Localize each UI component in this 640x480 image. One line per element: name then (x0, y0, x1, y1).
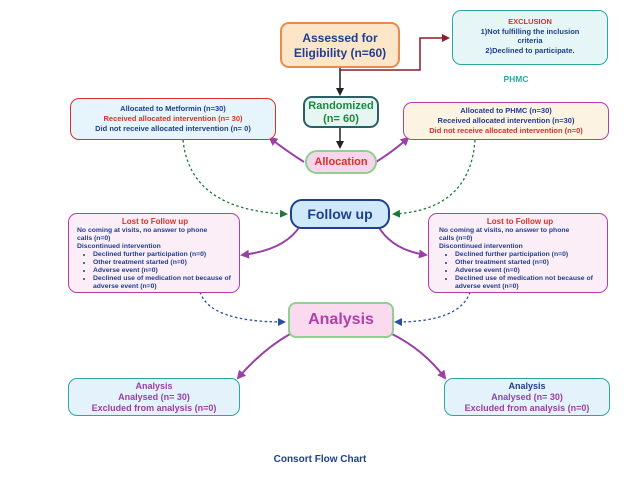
analysis-left-box: Analysis Analysed (n= 30) Excluded from … (68, 378, 240, 416)
lost-left-line3: Discontinued intervention (77, 243, 161, 250)
alloc-right-line2: Received allocated intervention (n=30) (437, 116, 575, 125)
arrow-lost-left-to-analysis (199, 291, 286, 326)
randomized-box: Randomized (n= 60) (303, 96, 379, 128)
analysis-left-title: Analysis (135, 381, 173, 391)
lost-left-line1: No coming at visits, no answer to phone (77, 227, 208, 234)
list-item: Declined use of medication not because o… (93, 275, 233, 291)
arrow-left-alloc-to-followup (182, 139, 288, 218)
arrow-allocation-to-left (268, 136, 305, 163)
lost-left-title: Lost to Follow up (121, 217, 189, 226)
lost-left-list: Declined further participation (n=0) Oth… (77, 251, 233, 291)
alloc-left-line2: Received allocated intervention (n= 30) (103, 114, 243, 123)
list-item: Adverse event (n=0) (455, 267, 601, 275)
assessed-line2: Eligibility (n=60) (293, 46, 387, 60)
lost-right-line1: No coming at visits, no answer to phone (439, 227, 570, 234)
arrow-followup-to-lost-right (377, 225, 428, 259)
alloc-left-line1: Allocated to Metformin (n=30) (120, 104, 226, 113)
allocation-left-box: Allocated to Metformin (n=30) Received a… (70, 98, 276, 140)
arrow-to-exclusion (340, 34, 450, 71)
randomized-line1: Randomized (308, 100, 374, 112)
analysis-left-line2: Excluded from analysis (n=0) (91, 403, 217, 413)
lost-left-line2: calls (n=0) (77, 235, 111, 242)
list-item: Declined use of medication not because o… (455, 275, 601, 291)
assessed-box: Assessed for Eligibility (n=60) (280, 22, 400, 68)
lost-right-list: Declined further participation (n=0) Oth… (439, 251, 601, 291)
arrow-analysis-to-left (236, 333, 291, 380)
list-item: Declined further participation (n=0) (93, 251, 233, 259)
arrow-right-alloc-to-followup (392, 139, 476, 218)
assessed-line1: Assessed for (302, 31, 378, 45)
analysis-left-line1: Analysed (n= 30) (118, 392, 190, 402)
alloc-left-line3: Did not receive allocated intervention (… (95, 124, 251, 133)
list-item: Declined further participation (n=0) (455, 251, 601, 259)
analysis-node: Analysis (288, 302, 394, 338)
randomized-line2: (n= 60) (323, 113, 359, 125)
lost-right-title: Lost to Follow up (486, 217, 554, 226)
lost-right-box: Lost to Follow up No coming at visits, n… (428, 213, 608, 293)
analysis-right-box: Analysis Analysed (n= 30) Excluded from … (444, 378, 610, 416)
arrow-lost-right-to-analysis (394, 291, 471, 326)
alloc-right-line1: Allocated to PHMC (n=30) (460, 106, 552, 115)
exclusion-box: EXCLUSION 1)Not fulfilling the inclusion… (452, 10, 608, 65)
phmc-label: PHMC (503, 74, 529, 84)
allocation-node: Allocation (305, 150, 377, 174)
allocation-right-box: Allocated to PHMC (n=30) Received alloca… (403, 102, 609, 140)
lost-right-line3: Discontinued intervention (439, 243, 523, 250)
list-item: Adverse event (n=0) (93, 267, 233, 275)
arrow-allocation-to-right (375, 136, 410, 163)
analysis-right-title: Analysis (508, 381, 546, 391)
exclusion-title: EXCLUSION (508, 17, 552, 26)
analysis-right-line2: Excluded from analysis (n=0) (464, 403, 590, 413)
exclusion-line2: criteria (517, 36, 543, 45)
arrow-followup-to-lost-left (240, 225, 301, 259)
list-item: Other treatment started (n=0) (93, 259, 233, 267)
lost-left-box: Lost to Follow up No coming at visits, n… (68, 213, 240, 293)
caption: Consort Flow Chart (273, 454, 367, 465)
exclusion-line1: 1)Not fulfilling the inclusion (480, 26, 580, 36)
lost-right-line2: calls (n=0) (439, 235, 473, 242)
arrow-analysis-to-right (391, 333, 447, 380)
alloc-right-line3: Did not receive allocated intervention (… (429, 126, 583, 135)
followup-node: Follow up (290, 199, 390, 229)
list-item: Other treatment started (n=0) (455, 259, 601, 267)
analysis-right-line1: Analysed (n= 30) (491, 392, 563, 402)
exclusion-line3: 2)Declined to participate. (485, 45, 575, 55)
